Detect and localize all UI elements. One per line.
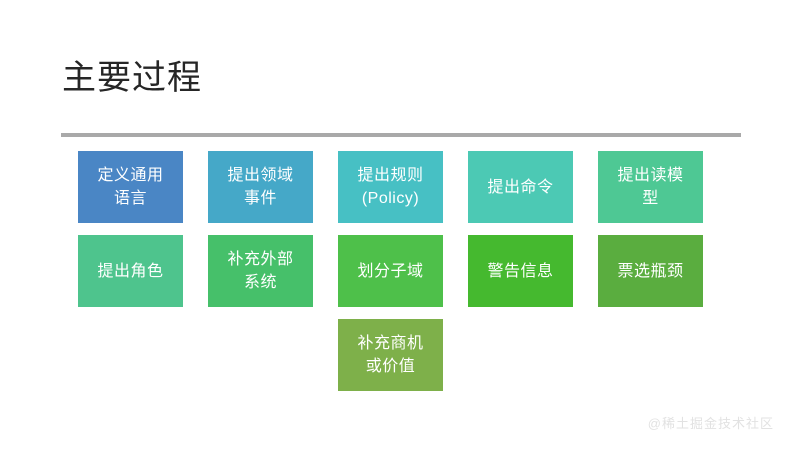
process-step-box[interactable]: 定义通用 语言 bbox=[78, 151, 183, 223]
page-title: 主要过程 bbox=[62, 59, 202, 97]
process-grid: 定义通用 语言 提出领域 事件 提出规则 (Policy) 提出命令 提出读模 型提出角… bbox=[78, 151, 728, 403]
process-step-label: 票选瓶颈 bbox=[617, 262, 684, 280]
process-step-label: 补充商机 或价值 bbox=[357, 335, 424, 375]
process-step-box[interactable]: 提出角色 bbox=[78, 235, 183, 307]
process-step-label: 划分子域 bbox=[357, 262, 424, 280]
grid-spacer bbox=[598, 319, 703, 391]
title-divider bbox=[61, 133, 741, 137]
process-step-label: 补充外部 系统 bbox=[227, 251, 294, 291]
grid-spacer bbox=[468, 319, 573, 391]
process-step-label: 提出规则 (Policy) bbox=[357, 167, 424, 207]
process-step-box[interactable]: 补充外部 系统 bbox=[208, 235, 313, 307]
process-step-box[interactable]: 补充商机 或价值 bbox=[338, 319, 443, 391]
process-step-box[interactable]: 提出领域 事件 bbox=[208, 151, 313, 223]
process-step-box[interactable]: 划分子域 bbox=[338, 235, 443, 307]
process-step-label: 定义通用 语言 bbox=[97, 167, 164, 207]
process-row: 提出角色 补充外部 系统 划分子域 警告信息 票选瓶颈 bbox=[78, 235, 728, 307]
process-step-label: 提出角色 bbox=[97, 262, 164, 280]
grid-spacer bbox=[208, 319, 313, 391]
process-step-label: 提出领域 事件 bbox=[227, 167, 294, 207]
process-step-label: 提出命令 bbox=[487, 178, 554, 196]
grid-spacer bbox=[78, 319, 183, 391]
process-step-label: 警告信息 bbox=[487, 262, 554, 280]
process-step-box[interactable]: 提出规则 (Policy) bbox=[338, 151, 443, 223]
process-step-box[interactable]: 提出命令 bbox=[468, 151, 573, 223]
process-step-box[interactable]: 票选瓶颈 bbox=[598, 235, 703, 307]
process-row: 定义通用 语言 提出领域 事件 提出规则 (Policy) 提出命令 提出读模 型 bbox=[78, 151, 728, 223]
process-step-box[interactable]: 警告信息 bbox=[468, 235, 573, 307]
process-step-label: 提出读模 型 bbox=[617, 167, 684, 207]
process-step-box[interactable]: 提出读模 型 bbox=[598, 151, 703, 223]
watermark-text: @稀土掘金技术社区 bbox=[647, 416, 774, 431]
process-row: 补充商机 或价值 bbox=[78, 319, 728, 391]
